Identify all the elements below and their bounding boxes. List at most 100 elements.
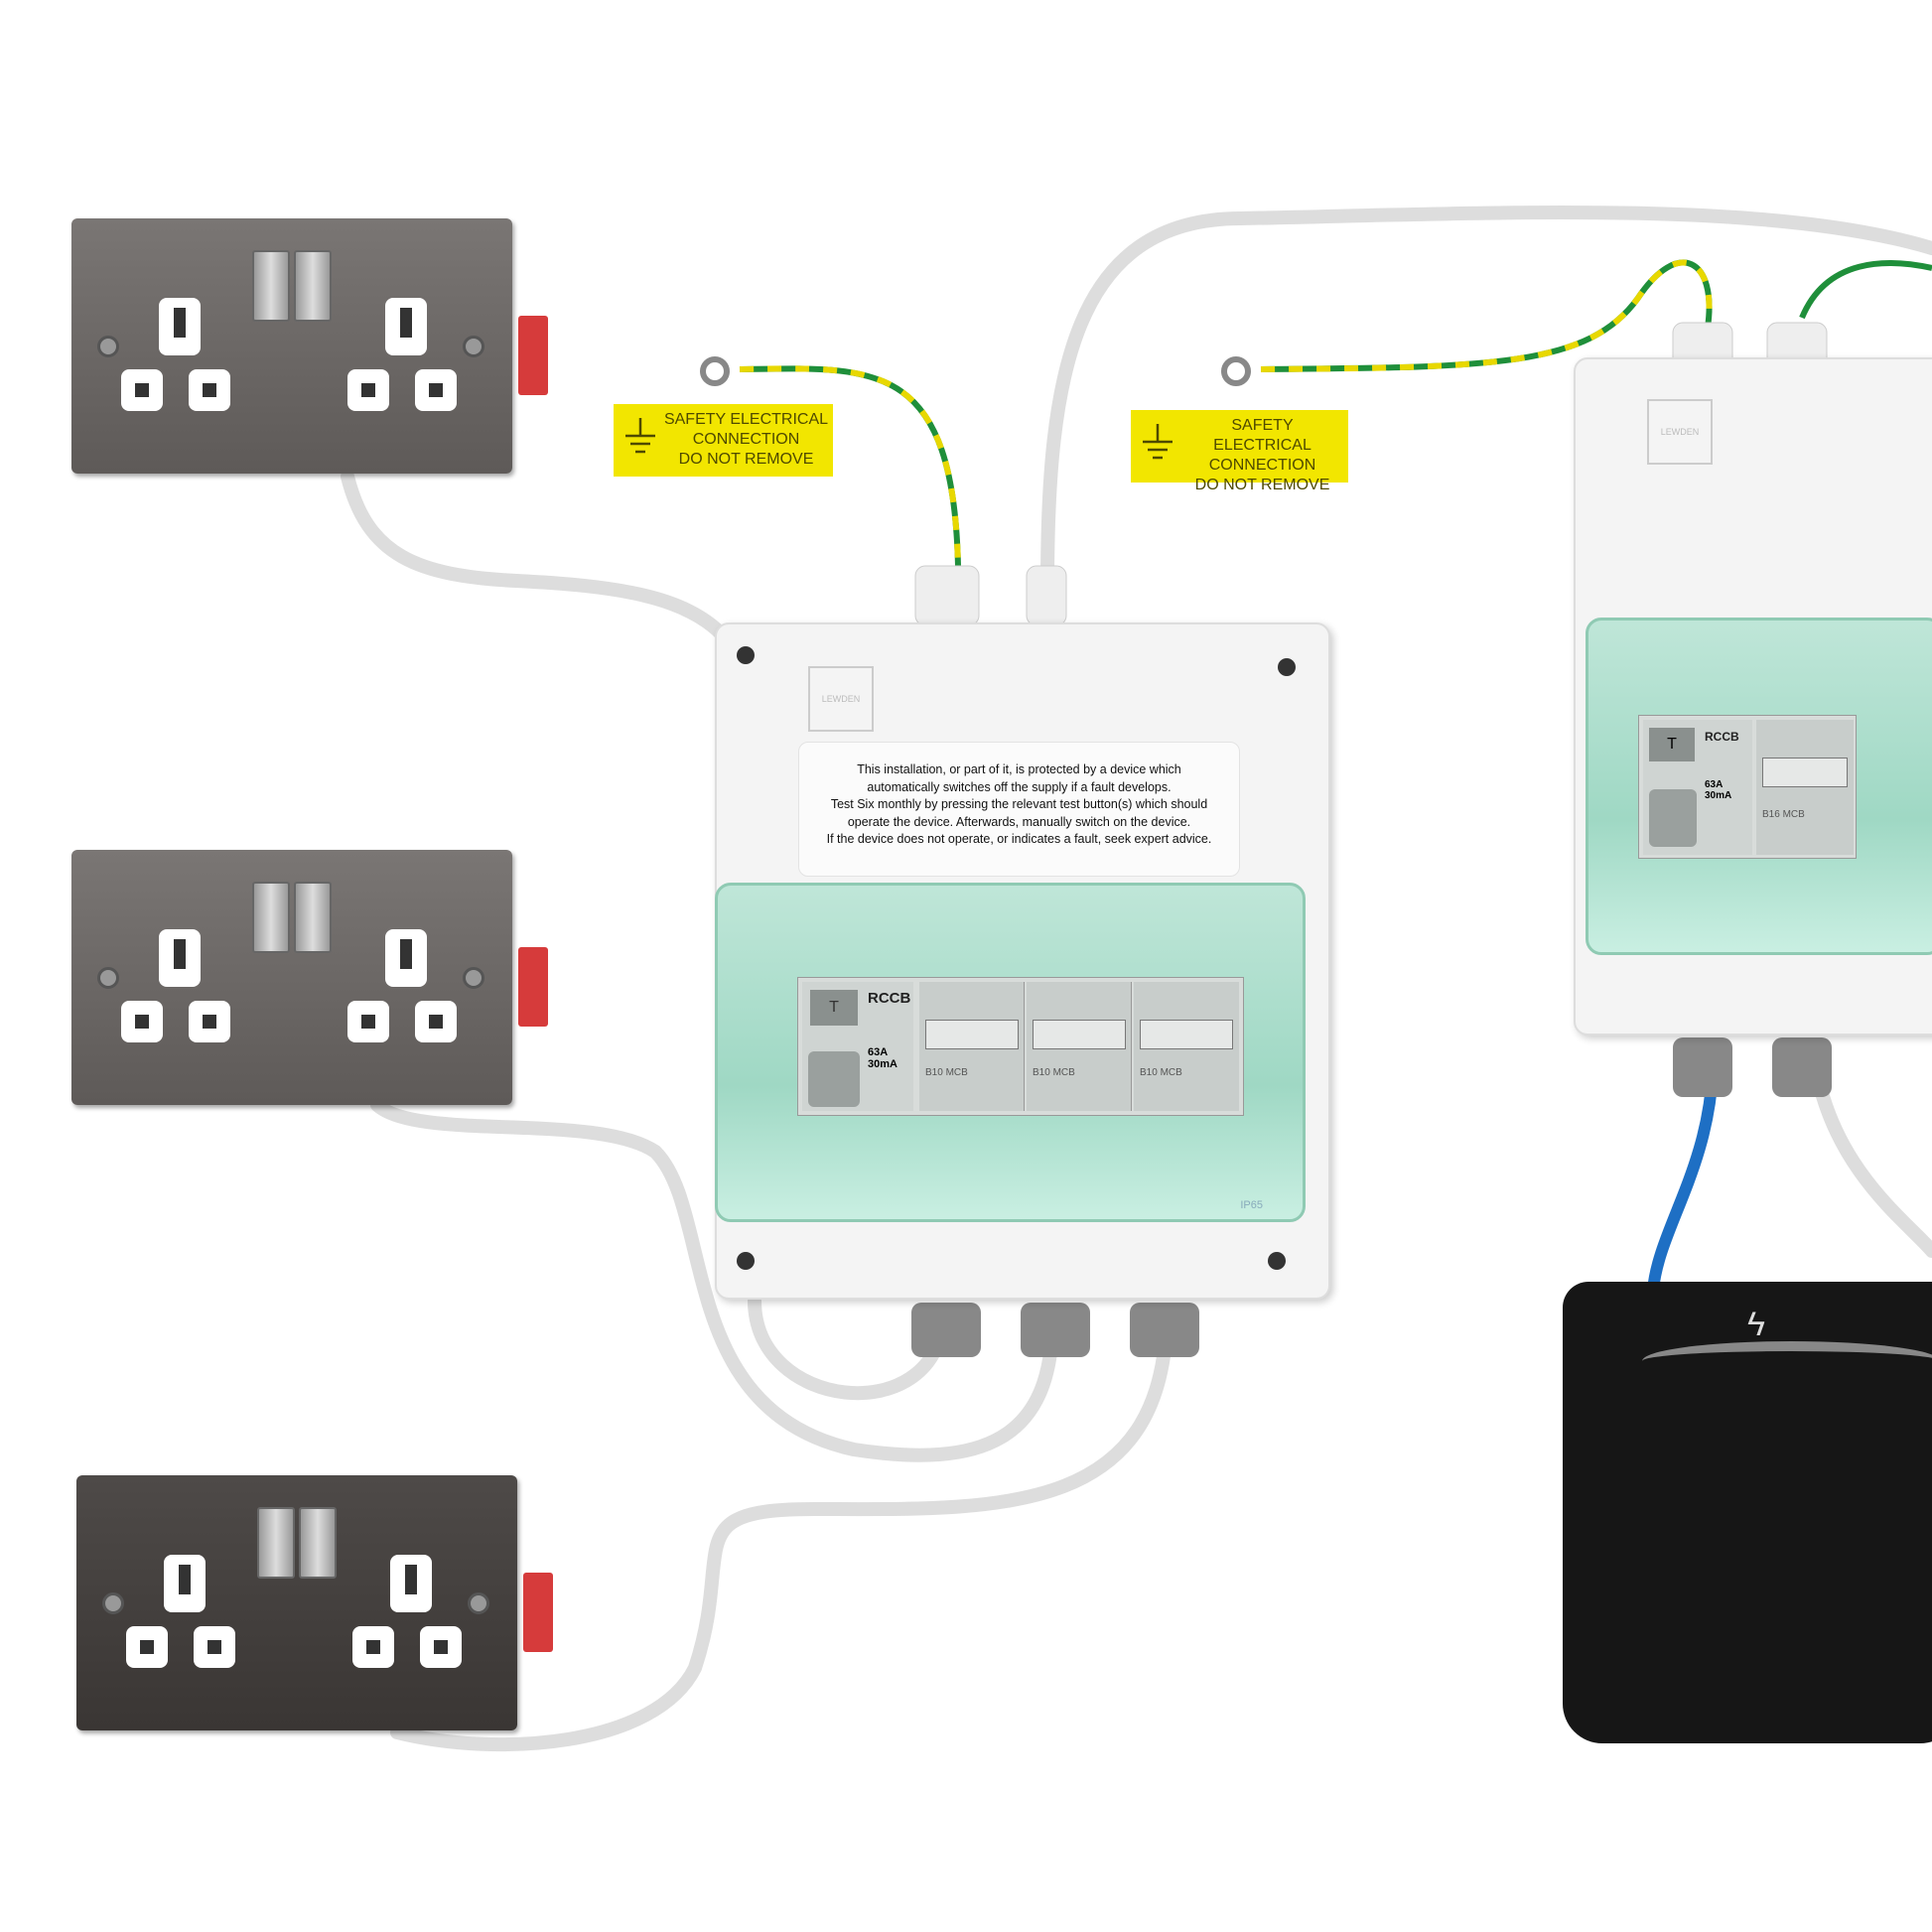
transparent-cover[interactable]: T RCCB 63A 30mA B10 MCB B10 MCB B10 MCB … <box>715 883 1306 1222</box>
breaker-rail: T RCCB 63A 30mA B10 MCB B10 MCB B10 MCB <box>797 977 1244 1116</box>
cable-loop <box>748 1294 950 1401</box>
rocker-switch[interactable] <box>252 250 290 322</box>
pin-hole <box>347 1001 389 1042</box>
ip-rating: IP65 <box>1240 1199 1263 1211</box>
label-line: CONNECTION <box>1208 457 1316 474</box>
red-tab <box>518 947 548 1027</box>
rccb-rating: 63A <box>1705 779 1724 790</box>
pin-hole <box>121 1001 163 1042</box>
rccb-title: RCCB <box>868 990 911 1007</box>
mcb-toggles[interactable] <box>1140 1020 1233 1049</box>
mcb-toggles[interactable] <box>925 1020 1019 1049</box>
label-line: SAFETY ELECTRICAL <box>1213 417 1311 454</box>
screw <box>463 967 484 989</box>
earth-pin-hole <box>159 929 201 987</box>
brand-logo: LEWDEN <box>808 666 874 732</box>
cable-socket2 <box>370 1098 1059 1462</box>
rccb-test-button[interactable]: T <box>1649 728 1695 761</box>
screw <box>1268 1252 1286 1270</box>
screw <box>97 336 119 357</box>
black-enclosure: ϟ <box>1563 1282 1932 1743</box>
rocker-switch[interactable] <box>299 1507 337 1579</box>
double-socket-3 <box>76 1475 553 1730</box>
rccb: T RCCB 63A 30mA <box>802 982 913 1111</box>
breaker-rail: T RCCB 63A 30mA B16 MCB <box>1638 715 1857 859</box>
rccb: T RCCB 63A 30mA <box>1643 720 1752 855</box>
pin-hole <box>347 369 389 411</box>
red-tab <box>523 1573 553 1652</box>
enclosure-handle[interactable] <box>1642 1341 1932 1381</box>
pin-hole <box>194 1626 235 1668</box>
screw <box>737 646 755 664</box>
gland <box>911 1303 981 1357</box>
cable-socket3 <box>390 1313 1173 1752</box>
rccb-sensitivity: 30mA <box>1705 790 1732 801</box>
red-tab <box>518 316 548 395</box>
notice-line: If the device does not operate, or indic… <box>826 832 1212 846</box>
rccb-rating: 63A <box>868 1046 889 1058</box>
label-line: DO NOT REMOVE <box>678 451 814 468</box>
transparent-cover[interactable]: T RCCB 63A 30mA B16 MCB <box>1586 618 1932 955</box>
cable-supply <box>1040 205 1932 593</box>
pin-hole <box>189 1001 230 1042</box>
mcb-label: B10 MCB <box>925 1067 968 1078</box>
pin-hole <box>126 1626 168 1668</box>
brand-text: LEWDEN <box>821 694 861 704</box>
screw <box>102 1592 124 1614</box>
brand-text: LEWDEN <box>1660 427 1700 437</box>
mcb-pair-2: B10 MCB <box>1027 982 1132 1111</box>
pin-hole <box>352 1626 394 1668</box>
mcb: B16 MCB <box>1756 720 1854 855</box>
double-socket-2 <box>71 850 548 1105</box>
rccb-toggle[interactable] <box>808 1051 860 1107</box>
earth-warning-label-1: SAFETY ELECTRICAL CONNECTION DO NOT REMO… <box>614 404 833 477</box>
brand-logo: LEWDEN <box>1647 399 1713 465</box>
pin-hole <box>189 369 230 411</box>
test-button-label: T <box>829 999 839 1016</box>
pin-hole <box>121 369 163 411</box>
screw <box>97 967 119 989</box>
gland <box>1021 1303 1090 1357</box>
gland <box>1673 1037 1732 1097</box>
screw <box>463 336 484 357</box>
screw <box>468 1592 489 1614</box>
label-line: SAFETY ELECTRICAL <box>663 411 829 428</box>
notice-line: operate the device. Afterwards, manually… <box>847 814 1191 829</box>
rocker-switch[interactable] <box>294 882 332 953</box>
gland <box>1772 1037 1832 1097</box>
mcb-label: B16 MCB <box>1762 809 1805 820</box>
secondary-consumer-unit: LEWDEN T RCCB 63A 30mA B16 MCB <box>1574 357 1932 1035</box>
rocker-switch[interactable] <box>294 250 332 322</box>
mcb-label: B10 MCB <box>1033 1067 1075 1078</box>
earth-pin-hole <box>390 1555 432 1612</box>
mcb-label: B10 MCB <box>1140 1067 1182 1078</box>
rccb-sensitivity: 30mA <box>868 1058 897 1070</box>
pin-hole <box>415 369 457 411</box>
rocker-switch[interactable] <box>257 1507 295 1579</box>
notice-line: automatically switches off the supply if… <box>867 779 1172 794</box>
notice-line: This installation, or part of it, is pro… <box>857 762 1181 776</box>
rccb-toggle[interactable] <box>1649 789 1697 847</box>
pin-hole <box>420 1626 462 1668</box>
pin-hole <box>415 1001 457 1042</box>
label-line: CONNECTION <box>692 431 800 448</box>
mcb-toggles[interactable] <box>1762 758 1848 787</box>
earth-symbol-icon <box>1143 424 1173 460</box>
earth-pin-hole <box>164 1555 206 1612</box>
mcb-pair-3: B10 MCB <box>1134 982 1239 1111</box>
rocker-switch[interactable] <box>252 882 290 953</box>
label-line: DO NOT REMOVE <box>1194 477 1330 493</box>
earth-pin-hole <box>385 298 427 355</box>
cable-right <box>1810 1065 1932 1258</box>
gland <box>1130 1303 1199 1357</box>
screw <box>737 1252 755 1270</box>
lightning-bolt-icon: ϟ <box>1747 1306 1765 1343</box>
earth-pin-hole <box>159 298 201 355</box>
rccb-test-button[interactable]: T <box>810 990 858 1026</box>
cable-socket1 <box>341 470 730 642</box>
mcb-pair-1: B10 MCB <box>919 982 1025 1111</box>
mcb-toggles[interactable] <box>1033 1020 1126 1049</box>
screw <box>1278 658 1296 676</box>
earth-wire-2 <box>1260 259 1713 372</box>
